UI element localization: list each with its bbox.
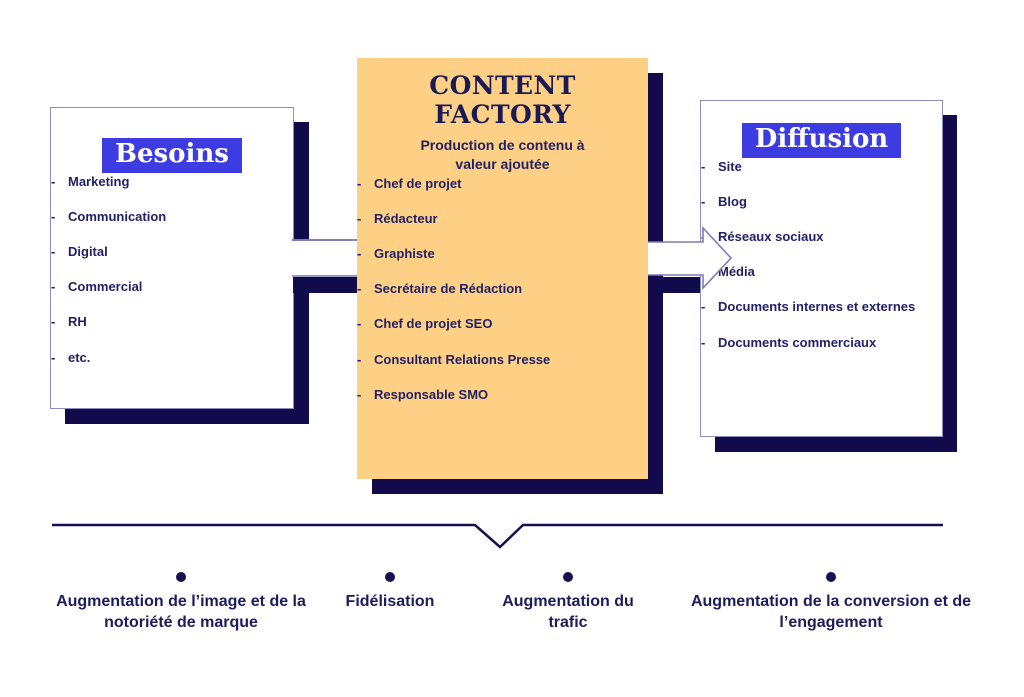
list-item: Responsable SMO: [357, 386, 648, 404]
diffusion-list: SiteBlogRéseaux sociauxMédiaDocuments in…: [701, 158, 942, 352]
besoins-connector-shadow: [293, 277, 358, 293]
list-item: Commercial: [51, 278, 293, 296]
factory-title: CONTENT FACTORY: [429, 71, 576, 129]
list-item: Digital: [51, 243, 293, 261]
list-item: Consultant Relations Presse: [357, 351, 648, 369]
bullet-dot: [563, 572, 573, 582]
factory-list: Chef de projetRédacteurGraphisteSecrétai…: [357, 175, 648, 405]
outcome-item: Augmentation de l’image et de la notorié…: [47, 572, 315, 633]
flow-arrow-shadow: [648, 277, 700, 293]
besoins-list: MarketingCommunicationDigitalCommercialR…: [51, 173, 293, 367]
outcome-item: Augmentation de la conversion et de l’en…: [681, 572, 981, 633]
list-item: Site: [701, 158, 942, 176]
list-item: etc.: [51, 349, 293, 367]
brace-line: [52, 523, 943, 549]
bullet-dot: [385, 572, 395, 582]
outcome-label: Augmentation du trafic: [502, 593, 634, 632]
list-item: Marketing: [51, 173, 293, 191]
factory-subtitle: Production de contenu à valeur ajoutée: [420, 137, 585, 173]
diffusion-title-label: Diffusion: [741, 123, 902, 158]
list-item: RH: [51, 313, 293, 331]
list-item: Secrétaire de Rédaction: [357, 280, 648, 298]
factory-box: CONTENT FACTORY Production de contenu à …: [357, 58, 648, 479]
list-item: Rédacteur: [357, 210, 648, 228]
diffusion-box: Diffusion SiteBlogRéseaux sociauxMédiaDo…: [700, 100, 943, 437]
list-item: Documents commerciaux: [701, 334, 942, 352]
list-item: Documents internes et externes: [701, 298, 942, 316]
besoins-connector: [292, 239, 358, 277]
besoins-title-label: Besoins: [102, 138, 242, 173]
bullet-dot: [176, 572, 186, 582]
besoins-box: Besoins MarketingCommunicationDigitalCom…: [50, 107, 294, 409]
outcome-label: Fidélisation: [345, 593, 435, 610]
outcome-label: Augmentation de l’image et de la notorié…: [56, 593, 306, 632]
list-item: Chef de projet SEO: [357, 315, 648, 333]
list-item: Blog: [701, 193, 942, 211]
flow-arrow-icon: [648, 225, 733, 291]
outcome-item: Augmentation du trafic: [483, 572, 653, 633]
list-item: Communication: [51, 208, 293, 226]
outcome-item: Fidélisation: [330, 572, 450, 612]
list-item: Chef de projet: [357, 175, 648, 193]
bullet-dot: [826, 572, 836, 582]
list-item: Graphiste: [357, 245, 648, 263]
outcome-label: Augmentation de la conversion et de l’en…: [690, 593, 972, 632]
